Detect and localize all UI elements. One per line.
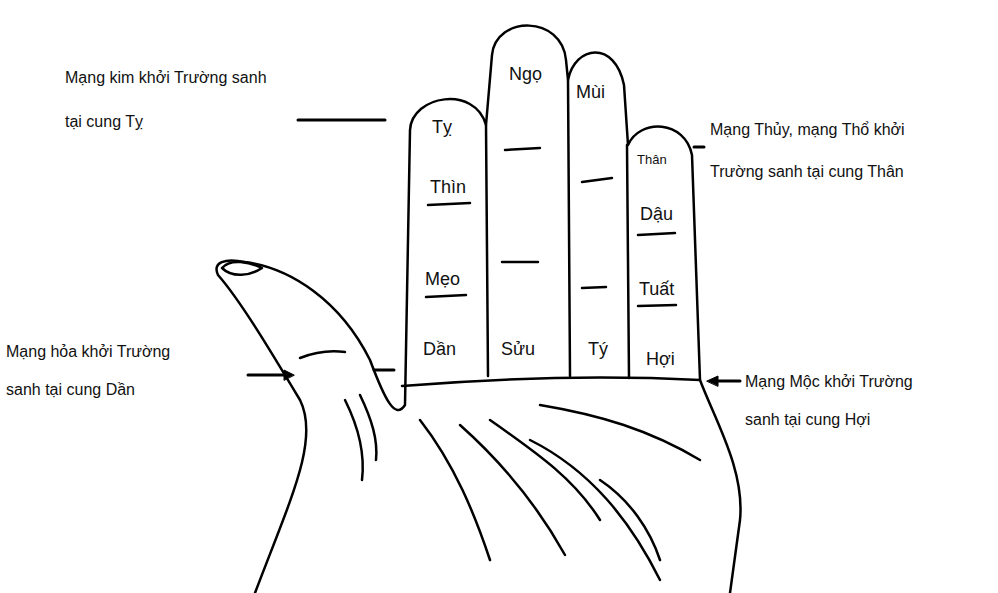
branch-label: Mẹo [425, 269, 460, 291]
branch-label: Ngọ [509, 64, 542, 86]
callout-note: Mạng hỏa khởi Trường sanh tại cung Dần [6, 333, 194, 409]
leader-line [716, 380, 740, 383]
finger-base-line [402, 378, 700, 386]
branch-label: Tỵ [432, 117, 452, 139]
finger-divider [568, 80, 570, 376]
segment-mark [582, 178, 612, 182]
thumb-crease [300, 351, 345, 358]
segment-mark [502, 261, 538, 264]
segment-mark [638, 305, 676, 306]
branch-label: Thân [637, 152, 667, 168]
arrow-head [284, 370, 294, 380]
branch-label: Tuất [639, 279, 674, 301]
segment-mark [582, 287, 606, 288]
arrow-head [707, 376, 718, 386]
segment-mark [638, 233, 675, 235]
leader-line [694, 146, 704, 149]
hand-outline [217, 26, 741, 593]
branch-label: Sửu [501, 339, 535, 361]
branch-label: Mùi [576, 82, 605, 104]
palm-line [530, 440, 660, 580]
branch-label: Dậu [640, 204, 673, 226]
segment-mark [428, 203, 470, 205]
palm-line [490, 420, 600, 520]
segment-mark [505, 148, 540, 150]
palm-line [460, 425, 565, 555]
callout-note: Mạng Thủy, mạng Thổ khởi Trường sanh tại… [710, 109, 950, 193]
finger-divider [486, 125, 488, 376]
branch-label: Thìn [430, 177, 466, 199]
leader-line [248, 374, 286, 377]
leader-line [374, 369, 394, 372]
thumb-nail [222, 262, 262, 275]
branch-label: Dần [423, 339, 456, 361]
branch-label: Hợi [646, 349, 675, 371]
branch-label: Tý [588, 339, 608, 361]
leader-line [298, 119, 385, 122]
palm-line [600, 480, 660, 560]
thumb-crease [345, 400, 363, 480]
segment-mark [426, 295, 466, 297]
callout-note: Mạng Mộc khởi Trường sanh tại cung Hợi [745, 363, 943, 439]
palm-line [420, 420, 490, 560]
palm-line [540, 405, 700, 460]
finger-divider [627, 145, 629, 378]
callout-note: Mạng kim khởi Trường sanh tại cung Tỵ [65, 56, 280, 144]
